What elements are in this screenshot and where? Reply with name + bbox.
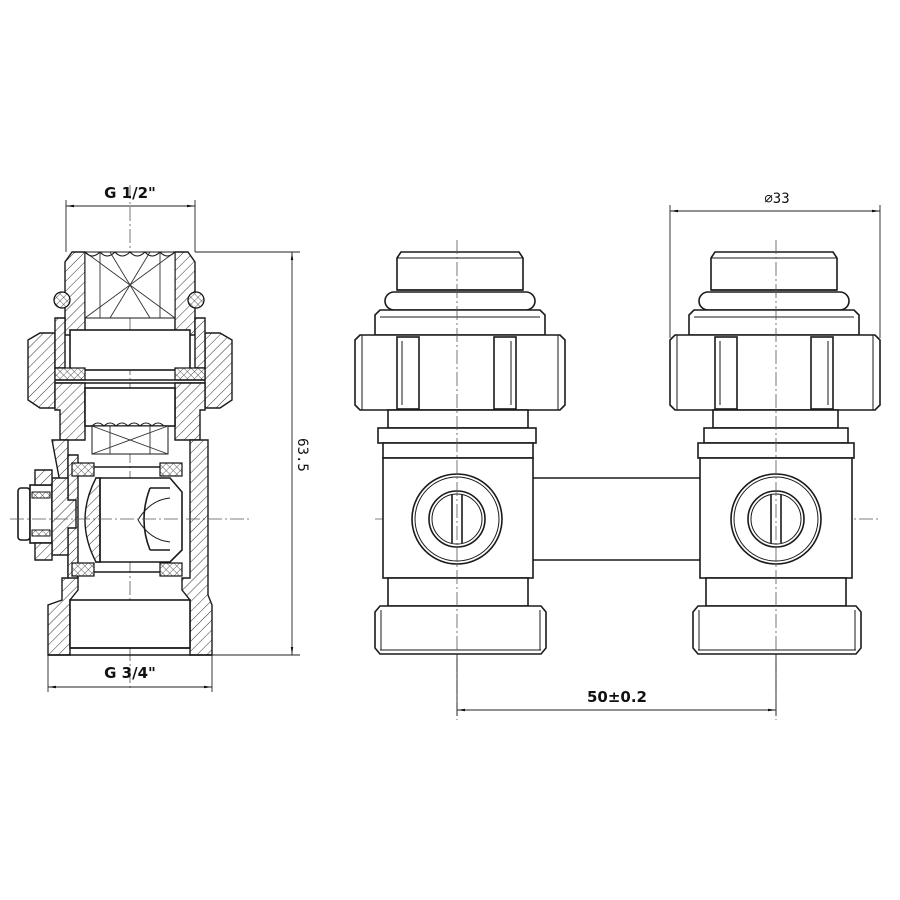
right-valve-oring xyxy=(698,291,850,311)
dimension-diameter: ⌀33 xyxy=(669,191,881,338)
right-valve-bottom-nut xyxy=(692,605,862,655)
o-ring-right xyxy=(187,291,205,309)
label-g-three-quarter-inch: G 3/4" xyxy=(104,664,156,682)
ball-seat-top-left xyxy=(71,462,95,477)
ball-seat-bottom-right xyxy=(159,562,183,577)
union-nut-left xyxy=(27,332,56,409)
connecting-pipe xyxy=(529,477,704,561)
left-valve-union-nut xyxy=(354,334,566,411)
union-nut-right xyxy=(204,332,233,409)
inner-bore-middle xyxy=(84,387,176,427)
section-view xyxy=(10,185,250,690)
side-stem-cap xyxy=(17,487,31,541)
right-valve xyxy=(669,240,881,720)
o-ring-left xyxy=(53,291,71,309)
dimension-height: 63.5 xyxy=(195,251,310,656)
right-nut-flat-1 xyxy=(714,336,738,410)
dimension-bottom-thread: G 3/4" xyxy=(47,655,213,692)
label-center-distance: 50±0.2 xyxy=(587,688,647,706)
dimension-top-thread: G 1/2" xyxy=(65,184,196,252)
left-valve-body xyxy=(382,457,534,579)
left-nut-flat-1 xyxy=(396,336,420,410)
left-nut-flat-2 xyxy=(493,336,517,410)
label-g-half-inch: G 1/2" xyxy=(104,184,156,202)
left-valve-oring xyxy=(384,291,536,311)
left-valve xyxy=(354,240,566,720)
inner-bore-upper xyxy=(69,329,191,371)
dimension-center-distance: 50±0.2 xyxy=(456,654,777,716)
right-nut-flat-2 xyxy=(810,336,834,410)
left-valve-bottom-nut xyxy=(374,605,547,655)
ball-seat-top-right xyxy=(159,462,183,477)
inner-bore-lower xyxy=(69,599,191,649)
right-valve-union-nut xyxy=(669,334,881,411)
left-valve-collar xyxy=(382,442,534,459)
label-height-63-5: 63.5 xyxy=(294,438,310,472)
label-diameter-33: ⌀33 xyxy=(764,191,789,207)
tailpiece-wall-left xyxy=(64,251,86,336)
front-view xyxy=(354,240,881,720)
ball-seat-bottom-left xyxy=(71,562,95,577)
